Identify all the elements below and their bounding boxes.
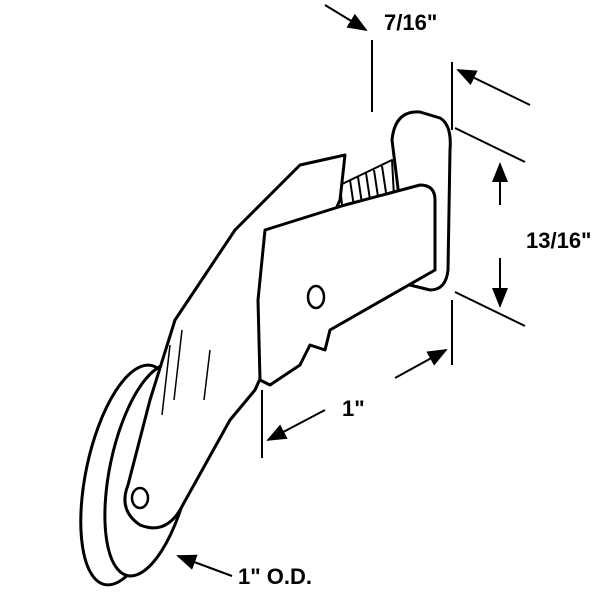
dimension-label-wheel-diameter: 1" O.D.	[238, 564, 313, 589]
dimension-label-thickness: 7/16"	[384, 10, 438, 35]
dimension-lines	[176, 4, 531, 577]
mounting-hole	[306, 284, 326, 310]
front-bracket	[256, 183, 437, 387]
axle-hole	[130, 486, 150, 510]
dimension-label-height: 13/16"	[526, 228, 592, 253]
shading-lines	[161, 329, 211, 416]
dimension-label-length: 1"	[342, 396, 365, 421]
